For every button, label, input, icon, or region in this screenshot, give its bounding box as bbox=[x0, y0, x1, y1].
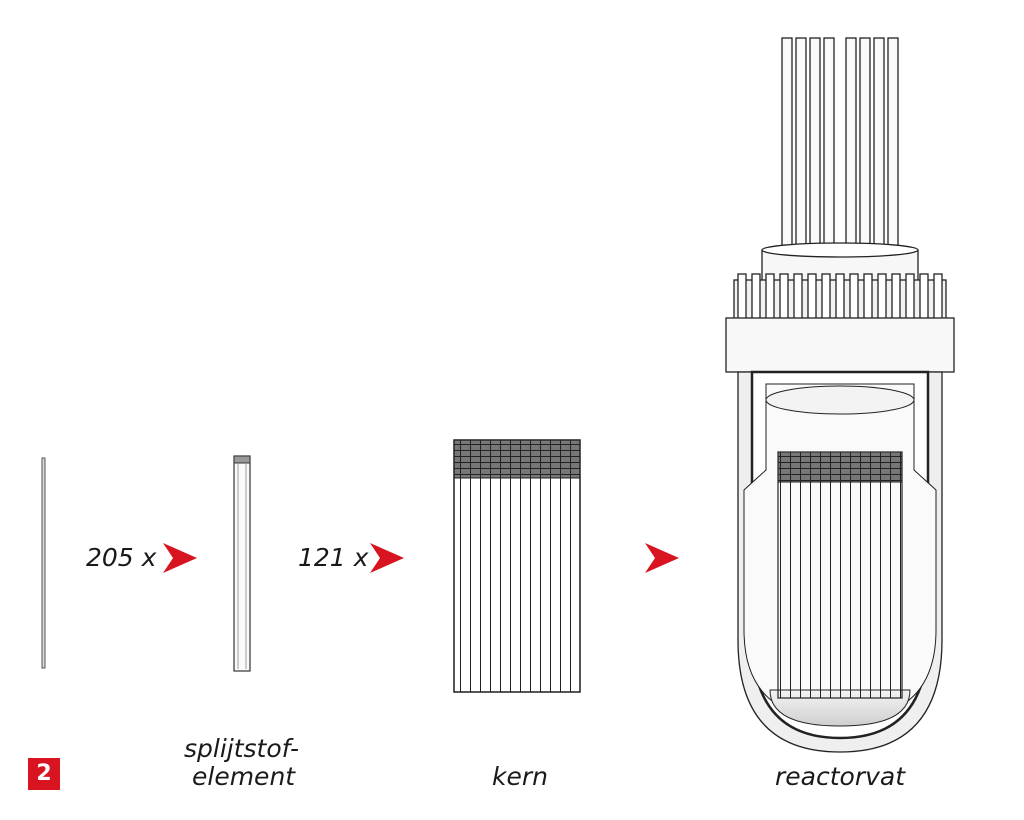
figure-badge-bg bbox=[28, 758, 60, 790]
label-core: kern bbox=[492, 762, 548, 791]
arrow-icon bbox=[370, 543, 404, 573]
element-rod-count: 205 x bbox=[86, 543, 157, 572]
fuel-element bbox=[233, 455, 251, 672]
reactor-vessel bbox=[725, 37, 955, 753]
bolt-ring bbox=[737, 273, 943, 321]
control-rod-drives bbox=[781, 37, 899, 254]
label-fuel-element-line1: splijtstof- bbox=[184, 734, 300, 763]
core-element-count: 121 x bbox=[298, 543, 369, 572]
core-block bbox=[453, 439, 581, 693]
label-reactor-vessel: reactorvat bbox=[775, 762, 906, 791]
label-fuel-element-line2: element bbox=[192, 762, 296, 791]
arrow-icon bbox=[645, 543, 679, 573]
arrow-icon bbox=[163, 543, 197, 573]
figure-number-badge: 2 bbox=[36, 761, 52, 786]
fuel-rod bbox=[41, 457, 46, 669]
